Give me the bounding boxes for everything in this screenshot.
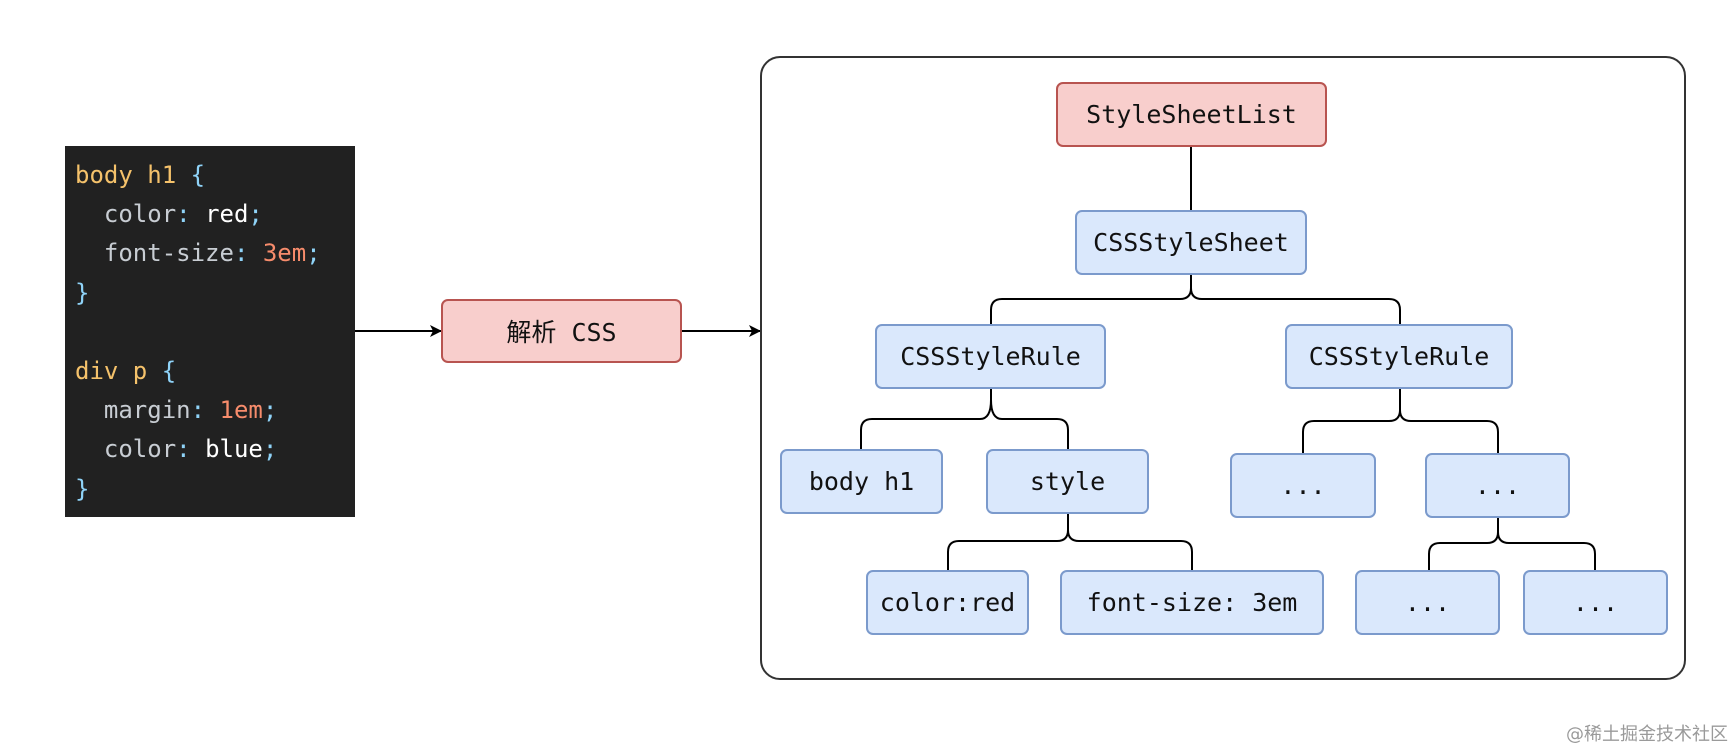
selector-text-node: body h1: [780, 449, 943, 514]
watermark: @稀土掘金技术社区: [1566, 724, 1728, 745]
code-line-4: }: [75, 274, 355, 313]
edge-child-2-grandchild-2: [1497, 518, 1596, 570]
css-code-panel: body h1 { color: red; font-size: 3em; } …: [65, 146, 355, 517]
code-line-2: color: red;: [75, 195, 355, 234]
code-line-9: }: [75, 470, 355, 509]
code-value: blue: [205, 435, 263, 464]
edge-style-color: [947, 514, 1069, 570]
cssom-tree-container: [760, 56, 1686, 680]
declaration-color-node: color:red: [866, 570, 1029, 635]
ellipsis-node: ...: [1523, 570, 1668, 635]
code-line-1: body h1 {: [75, 156, 355, 195]
edge-sheet-rule-left: [990, 275, 1192, 324]
edge-rule-right-child-2: [1399, 389, 1499, 453]
code-property: margin: [103, 396, 191, 425]
code-colon: :: [176, 200, 191, 229]
edge-style-font-size: [1067, 514, 1193, 570]
code-value: 1em: [219, 396, 263, 425]
edge-sheet-rule-right: [1190, 275, 1401, 324]
cssstylerule-left-node: CSSStyleRule: [875, 324, 1106, 389]
declaration-font-size-node: font-size: 3em: [1060, 570, 1324, 635]
ellipsis-node: ...: [1425, 453, 1570, 518]
edge-rule-right-child-1: [1302, 389, 1401, 453]
style-node: style: [986, 449, 1149, 514]
code-value: 3em: [262, 239, 307, 268]
parse-css-node: 解析 CSS: [441, 299, 682, 363]
code-line-3: font-size: 3em;: [75, 234, 355, 273]
code-semicolon: ;: [262, 396, 278, 425]
code-line-7: margin: 1em;: [75, 391, 355, 430]
code-brace: }: [75, 474, 90, 503]
code-selector: div p: [75, 356, 148, 385]
code-colon: :: [176, 435, 191, 464]
code-semicolon: ;: [262, 435, 278, 464]
code-line-6: div p {: [75, 352, 355, 391]
code-selector: body h1: [75, 161, 177, 189]
code-colon: :: [190, 396, 206, 425]
code-value: red: [205, 200, 249, 229]
edge-child-2-grandchild-1: [1428, 518, 1499, 570]
cssstylerule-right-node: CSSStyleRule: [1285, 324, 1513, 389]
code-line-8: color: blue;: [75, 430, 355, 469]
code-semicolon: ;: [306, 239, 321, 268]
code-property: font-size: [103, 239, 234, 268]
cssstylesheet-node: CSSStyleSheet: [1075, 210, 1307, 275]
ellipsis-node: ...: [1355, 570, 1500, 635]
code-brace: }: [75, 278, 90, 307]
code-brace: {: [161, 356, 177, 385]
edge-rule-left-style: [990, 389, 1069, 449]
code-property: color: [103, 435, 177, 464]
ellipsis-node: ...: [1230, 453, 1376, 518]
code-colon: :: [233, 239, 249, 268]
code-brace: {: [190, 161, 206, 189]
code-semicolon: ;: [248, 200, 263, 229]
stylesheetlist-node: StyleSheetList: [1056, 82, 1327, 147]
edge-rule-left-selector: [860, 389, 992, 449]
code-property: color: [103, 200, 177, 229]
